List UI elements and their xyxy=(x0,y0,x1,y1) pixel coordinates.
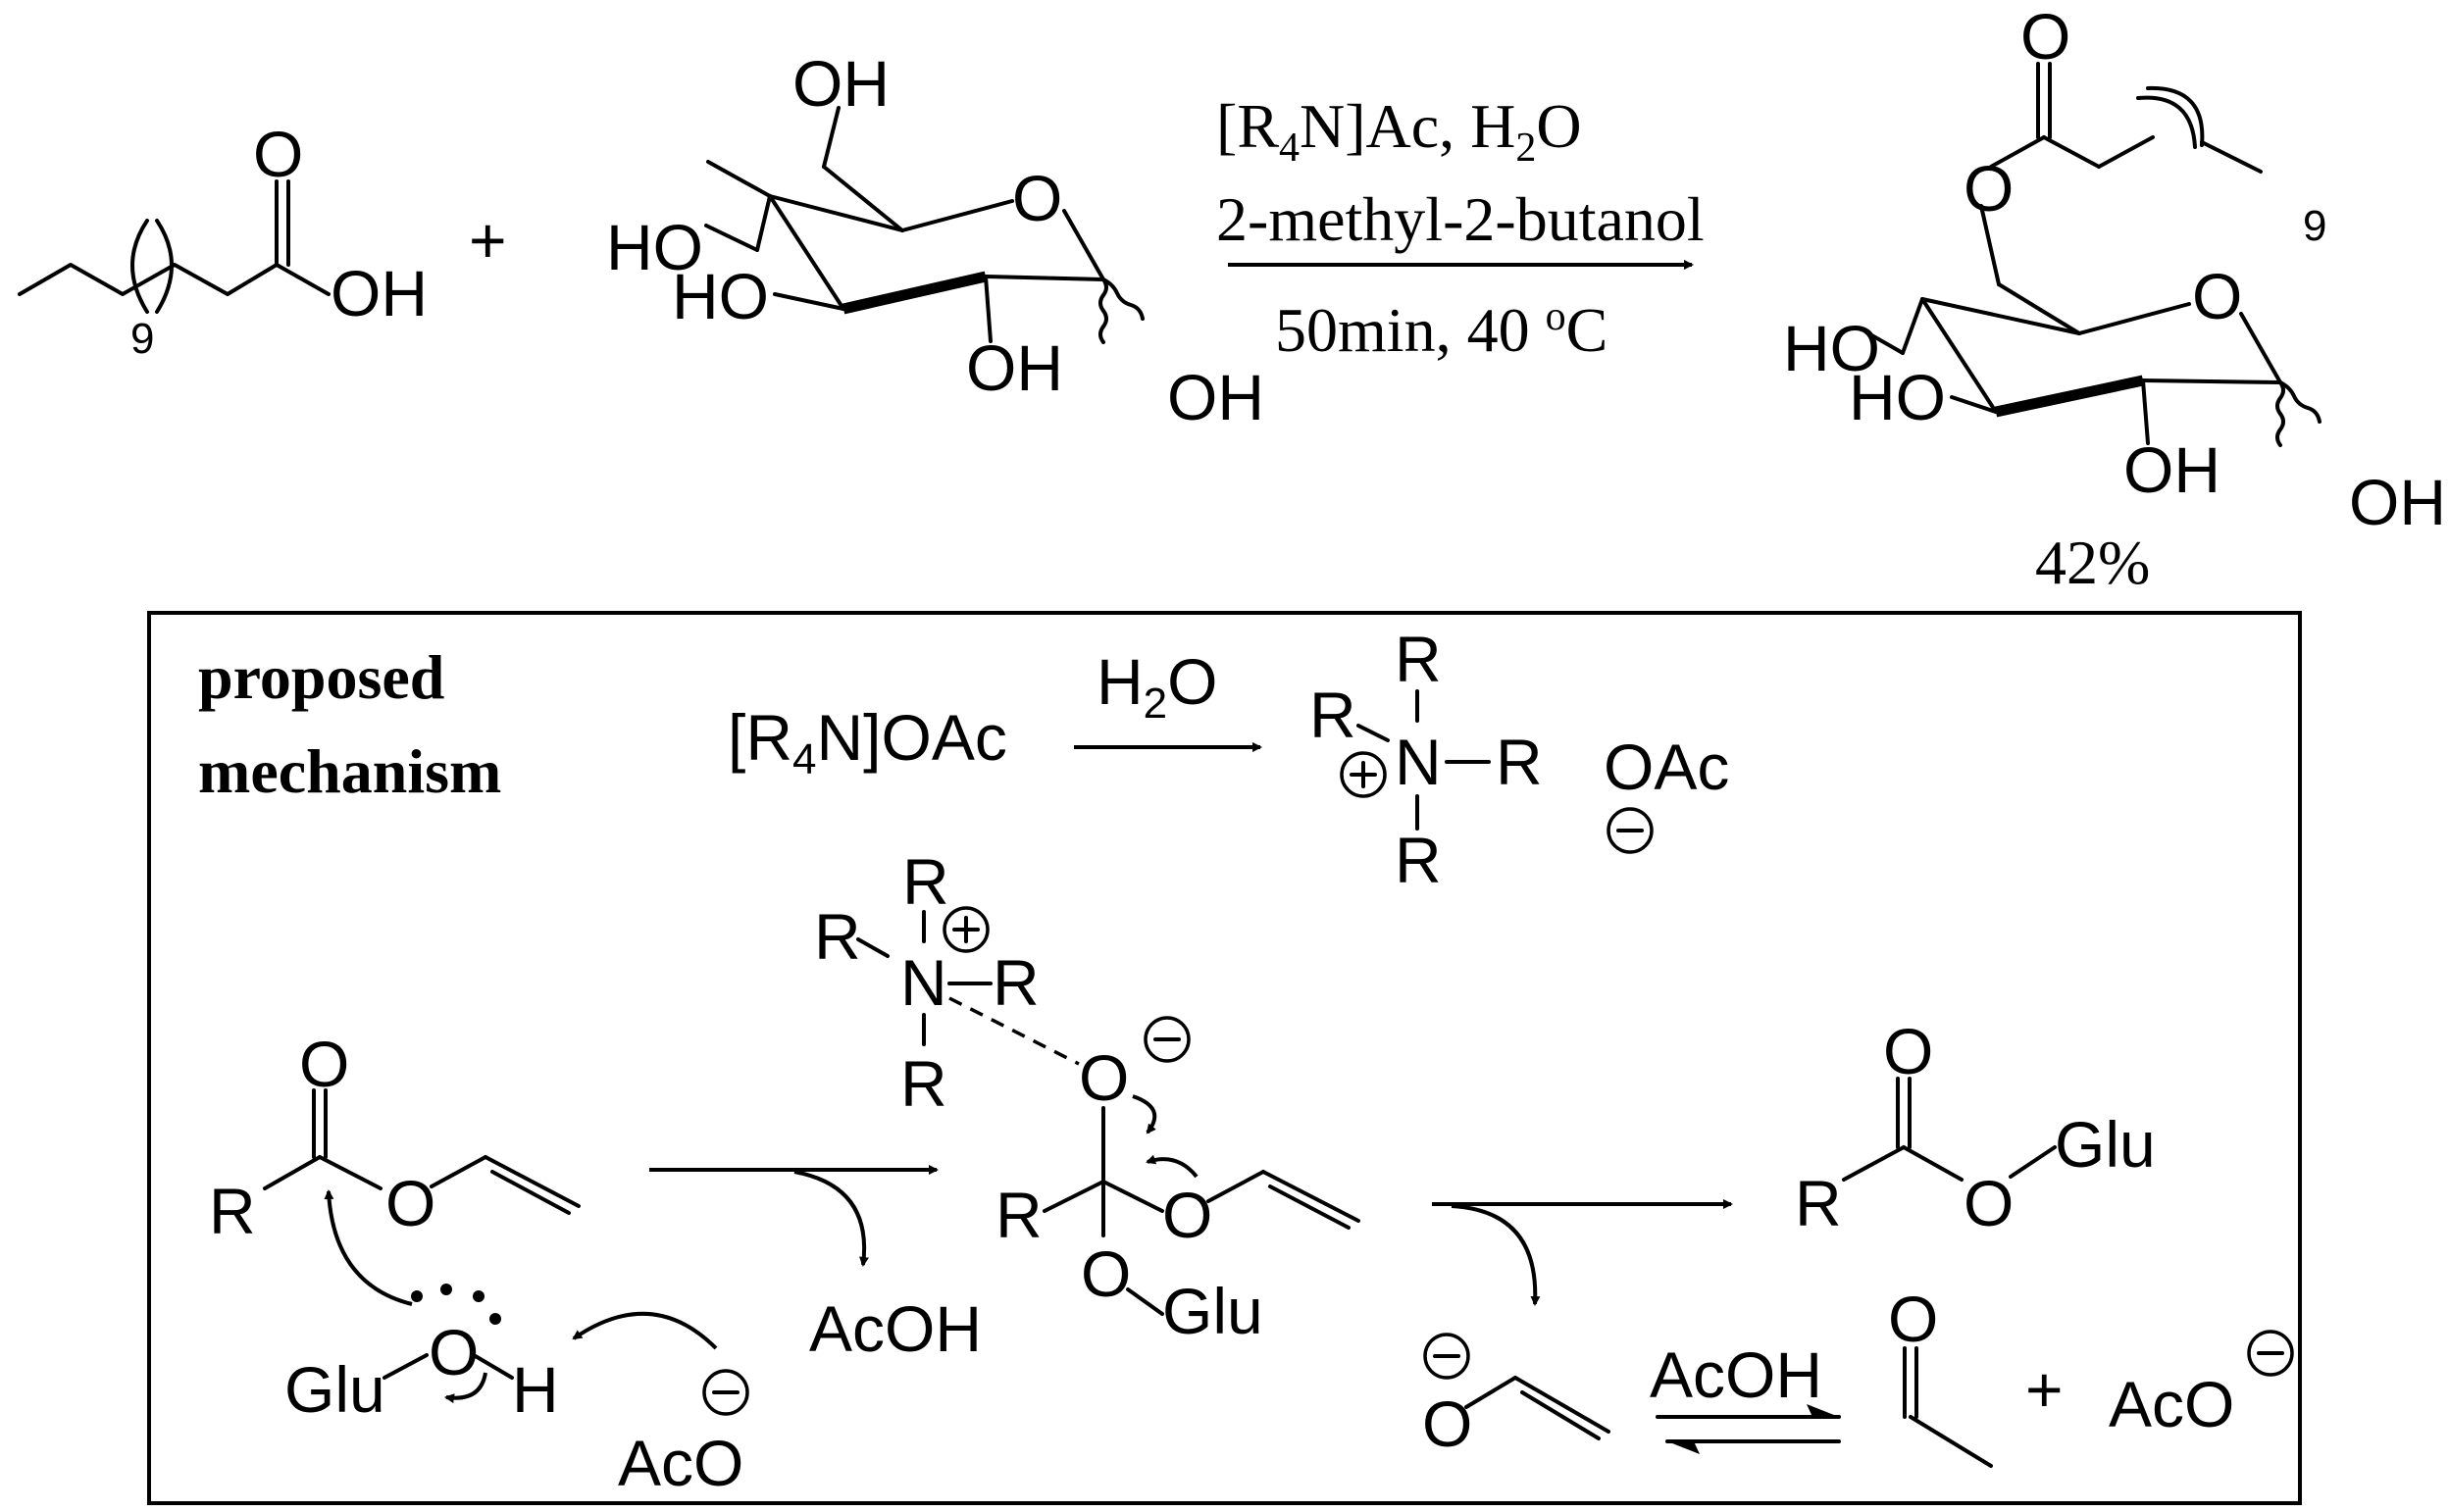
mechanism-title-line-2: mechanism xyxy=(198,736,501,806)
final-plus-sign: + xyxy=(2025,1353,2064,1426)
proton-shift-arrow xyxy=(444,1372,487,1404)
enolate-negative-icon xyxy=(1423,1333,1470,1380)
conditions-line-2: 2-methyl-2-butanol xyxy=(1216,184,1705,254)
intermediate-oxyanion-o: O xyxy=(1079,1041,1129,1114)
ammonium-r-bottom: R xyxy=(1395,824,1442,896)
ammonium-n-label: N xyxy=(1395,726,1442,798)
conditions-line-1: [R4N]Ac, H2O xyxy=(1216,91,1582,171)
salt-dissociation: [R4N]OAc H2O R R N R R OAc xyxy=(728,623,1729,896)
ester-product-r-label: R xyxy=(1795,1167,1842,1239)
product-carbonyl-o-label: O xyxy=(2020,0,2070,73)
tetrahedral-intermediate: R R N R R O R O O Glu xyxy=(814,845,1360,1347)
hydroxyl-label: OH xyxy=(331,257,428,329)
intermediate-ammonium-r-right: R xyxy=(993,946,1040,1019)
product-repeat-count-label: 9 xyxy=(2303,202,2326,250)
intermediate-ammonium-n: N xyxy=(900,946,947,1019)
ammonium-r-right: R xyxy=(1496,726,1543,798)
glucose: OH O HO HO OH OH xyxy=(606,47,1264,433)
ester-product-o-top: O xyxy=(1883,1015,1933,1087)
intermediate-ammonium-r-left: R xyxy=(814,900,861,973)
glucose-c1-oh-label: OH xyxy=(1167,361,1264,433)
reaction-conditions: [R4N]Ac, H2O 2-methyl-2-butanol 50min, 4… xyxy=(1216,91,1705,365)
product-c3-oh-label: HO xyxy=(1849,361,1946,433)
ammonium-positive-charge-icon xyxy=(1340,751,1387,798)
glucose-c6-oh-label: OH xyxy=(792,47,890,120)
mechanism-title: proposed mechanism xyxy=(198,642,501,806)
ammonium-r-left: R xyxy=(1309,679,1356,751)
ammonium-r-top: R xyxy=(1395,623,1442,695)
lauric-acid: O OH 9 xyxy=(18,118,428,363)
acoh-release-arrow xyxy=(793,1170,869,1267)
acetate-base-label: AcO xyxy=(618,1427,743,1499)
glucose-ester-product: O R O Glu xyxy=(1795,1015,2156,1239)
product-ring-o-label: O xyxy=(2192,260,2242,332)
intermediate-ammonium-r-bottom: R xyxy=(900,1047,947,1120)
intermediate-oxyanion-negative-icon xyxy=(1144,1016,1191,1063)
ester-product-glu-label: Glu xyxy=(2055,1108,2156,1181)
glucose-ring-o-label: O xyxy=(1012,162,1062,234)
vinyl-ester: O R O xyxy=(209,1028,581,1306)
glucose-c4-oh-label: HO xyxy=(606,211,703,283)
yield-label: 42% xyxy=(2035,528,2150,597)
equilibrium-acoh-label: AcOH xyxy=(1650,1338,1822,1411)
intermediate-ammonium-r-top: R xyxy=(902,845,949,918)
glucose-hydroxyl-glu: Glu xyxy=(284,1353,385,1426)
collapse-arrow-2 xyxy=(1146,1154,1199,1179)
acetaldehyde-o-label: O xyxy=(1888,1283,1938,1355)
acetate-label: OAc xyxy=(1604,731,1729,803)
collapse-arrow-1 xyxy=(1132,1094,1157,1134)
intermediate-ammonium-positive-icon xyxy=(943,906,990,953)
mechanism-title-line-1: proposed xyxy=(198,642,444,712)
vinyl-ester-o-bridge: O xyxy=(385,1167,435,1239)
glucose-laurate-product: O O 9 O HO HO OH OH 42% xyxy=(1783,0,2446,597)
final-acetate-label: AcO xyxy=(2109,1368,2234,1440)
glucose-c2-oh-label: OH xyxy=(966,331,1063,404)
enolate-equilibrium: O AcOH O + AcO xyxy=(1422,1283,2294,1468)
deprotonation-arrow xyxy=(572,1311,718,1350)
attack-arrow-1 xyxy=(324,1189,413,1306)
intermediate-vinyl-o: O xyxy=(1162,1179,1212,1251)
enolate-release-arrow xyxy=(1451,1204,1541,1306)
intermediate-glu-label: Glu xyxy=(1162,1275,1263,1347)
product-ester-o-label: O xyxy=(1964,152,2014,225)
vinyl-ester-o-top: O xyxy=(299,1028,349,1100)
glucose-c3-oh-label: HO xyxy=(672,260,769,332)
acetate-base-negative-icon xyxy=(702,1369,749,1416)
product-c4-oh-label: HO xyxy=(1783,312,1880,384)
intermediate-glu-o: O xyxy=(1081,1237,1131,1310)
glucose-hydroxyl: Glu O H AcO xyxy=(284,1284,749,1499)
final-acetate-negative-icon xyxy=(2247,1330,2294,1377)
acetate-negative-charge-icon xyxy=(1607,807,1654,854)
ammonium-acetate-label: [R4N]OAc xyxy=(728,701,1007,783)
mechanism-frame xyxy=(147,611,2302,1505)
glucose-hydroxyl-h: H xyxy=(512,1353,559,1426)
ester-product-o-bridge: O xyxy=(1964,1167,2014,1239)
intermediate-r-label: R xyxy=(995,1179,1043,1251)
conditions-line-3: 50min, 40 oC xyxy=(1275,294,1607,365)
glucose-hydroxyl-o: O xyxy=(429,1316,479,1388)
vinyl-ester-r-label: R xyxy=(209,1175,256,1247)
carbonyl-o-label: O xyxy=(253,118,303,190)
water-label: H2O xyxy=(1097,645,1218,728)
enolate-o-label: O xyxy=(1422,1387,1472,1460)
product-c2-oh-label: OH xyxy=(2123,433,2220,506)
plus-sign: + xyxy=(469,204,507,277)
acoh-byproduct-label: AcOH xyxy=(809,1292,982,1365)
product-c1-oh-label: OH xyxy=(2349,466,2446,538)
repeat-count-label: 9 xyxy=(130,315,154,363)
